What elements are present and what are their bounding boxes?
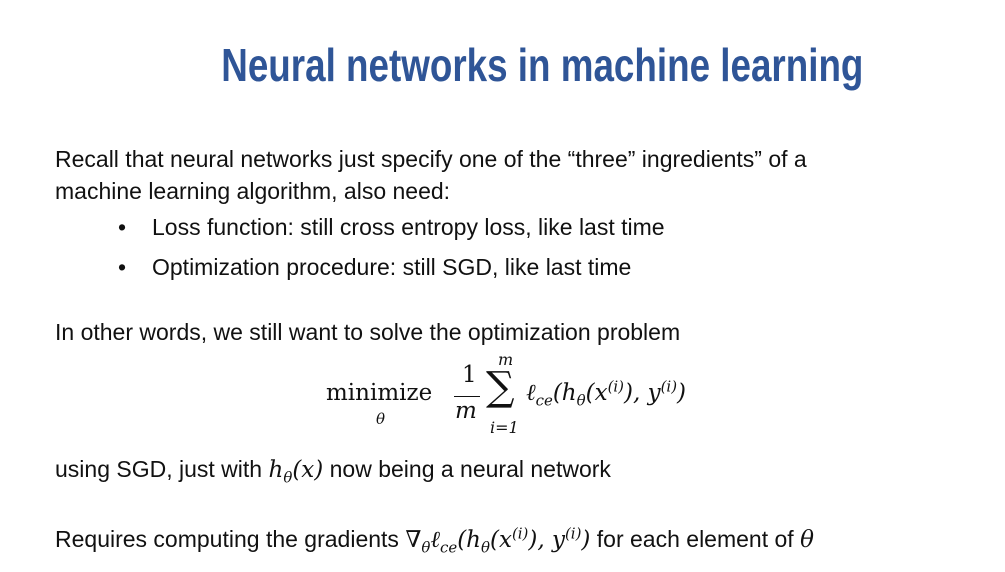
using-sgd-line: using SGD, just with hθ(x) now being a n…: [55, 455, 611, 487]
equation-body: ℓce(hθ(x(i)), y(i)): [526, 377, 687, 410]
fraction-denominator: m: [455, 398, 477, 424]
sum-symbol: ∑: [486, 364, 515, 410]
intro-line-2: machine learning algorithm, also need:: [55, 178, 451, 204]
slide-title-text: Neural networks in machine learning: [221, 39, 864, 91]
bullet-dot-icon: •: [118, 254, 127, 280]
using-sgd-prefix: using SGD, just with: [55, 456, 263, 482]
h-theta-math: hθ(x): [268, 457, 324, 487]
intro-line-1: Recall that neural networks just specify…: [55, 146, 807, 172]
requires-suffix: for each element of: [596, 526, 794, 552]
bullet-dot-icon: •: [118, 214, 127, 240]
requires-prefix: Requires computing the gradients: [55, 526, 399, 552]
bullet-text: Loss function: still cross entropy loss,…: [152, 214, 665, 240]
fraction-numerator: 1: [462, 362, 477, 388]
gradient-math: ∇θℓce(hθ(x(i)), y(i)): [405, 524, 591, 557]
requires-line: Requires computing the gradients ∇θℓce(h…: [55, 524, 814, 557]
bullet-item: • Loss function: still cross entropy loss…: [118, 214, 665, 241]
sum-lower-limit: i=1: [490, 418, 519, 437]
slide-title: Neural networks in machine learning: [0, 38, 1005, 92]
fraction-bar: [454, 396, 480, 397]
using-sgd-suffix: now being a neural network: [329, 456, 611, 482]
minimize-operator: minimize: [326, 380, 433, 406]
theta-symbol: θ: [800, 527, 814, 553]
other-words-text: In other words, we still want to solve t…: [55, 319, 681, 345]
bullet-text: Optimization procedure: still SGD, like …: [152, 254, 632, 280]
minimize-subscript: θ: [376, 410, 386, 428]
bullet-item: • Optimization procedure: still SGD, like…: [118, 254, 631, 281]
sum-upper-limit: m: [498, 350, 514, 369]
